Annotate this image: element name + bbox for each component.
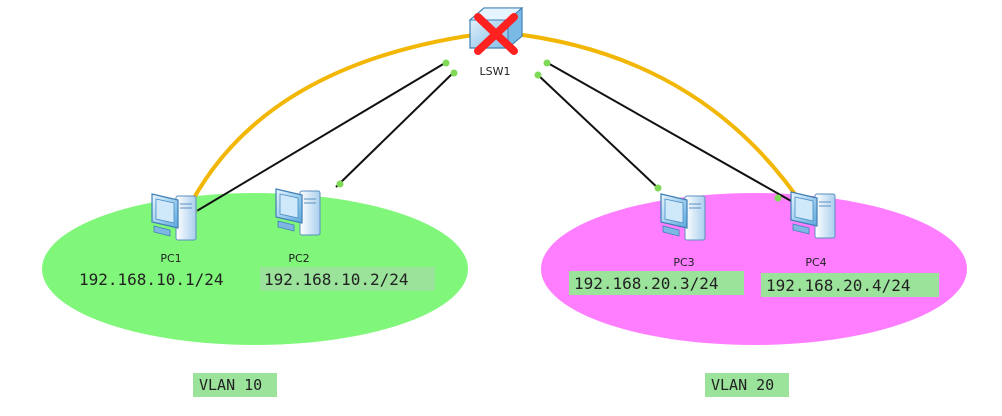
ip-label-bg xyxy=(260,267,435,291)
pc4-ip: 192.168.20.4/24 xyxy=(766,276,911,295)
pc2-ip: 192.168.10.2/24 xyxy=(264,270,409,289)
pc4-name: PC4 xyxy=(805,256,826,269)
pc1-name: PC1 xyxy=(160,252,181,265)
pc2-node[interactable]: PC2 xyxy=(275,188,321,265)
vlan-10-label: VLAN 10 xyxy=(199,376,262,394)
ip-label-bg xyxy=(761,273,939,297)
link-pc1 xyxy=(184,62,446,219)
port-dot xyxy=(336,180,344,188)
port-dot xyxy=(442,59,450,67)
switch-lsw1[interactable]: LSW1 xyxy=(468,6,524,78)
link-pc2 xyxy=(335,72,454,188)
vlan-10-area xyxy=(42,193,468,345)
port-dot xyxy=(654,184,662,192)
error-cross-icon xyxy=(474,13,518,55)
vlan-10-label-bg xyxy=(193,373,277,397)
port-dot xyxy=(450,69,458,77)
switch-name: LSW1 xyxy=(480,65,511,78)
port-dot xyxy=(774,194,782,202)
pc4-node[interactable]: PC4 xyxy=(790,191,836,269)
highlight-path-pc4 xyxy=(494,30,808,212)
pc2-name: PC2 xyxy=(288,252,309,265)
pc3-ip: 192.168.20.3/24 xyxy=(574,274,719,293)
pc3-node[interactable]: PC3 xyxy=(660,193,706,269)
pc1-node[interactable]: PC1 xyxy=(151,193,197,265)
port-dot xyxy=(543,59,551,67)
pc3-name: PC3 xyxy=(673,256,694,269)
ip-label-bg xyxy=(569,271,744,295)
highlight-path-pc1 xyxy=(183,30,498,217)
vlan-20-label: VLAN 20 xyxy=(711,376,774,394)
link-pc3 xyxy=(537,74,661,191)
pc1-ip: 192.168.10.1/24 xyxy=(79,270,224,289)
port-dot xyxy=(534,71,542,79)
link-pc4 xyxy=(545,61,808,211)
vlan-20-label-bg xyxy=(705,373,789,397)
vlan-20-area xyxy=(541,193,967,345)
